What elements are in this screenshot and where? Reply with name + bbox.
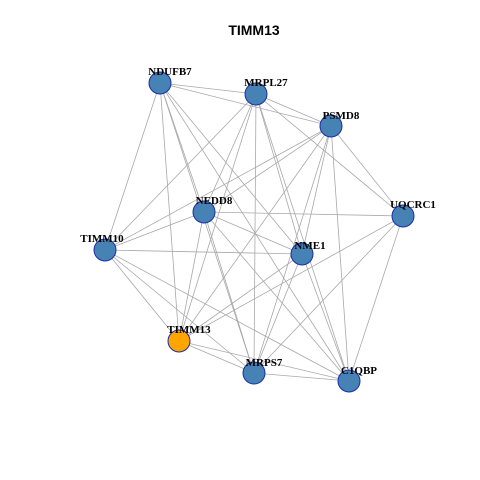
edge-psmd8-nedd8 [203,125,332,213]
edge-psmd8-uqcrc1 [330,125,404,217]
edge-nme1-timm13 [178,253,303,342]
edge-uqcrc1-timm13 [178,215,404,342]
edge-ndufb7-mrpl27 [159,82,257,95]
edge-timm13-c1qbp [178,340,350,382]
node-label-psmd8: PSMD8 [323,110,360,122]
edge-psmd8-nme1 [301,125,332,255]
edge-nedd8-nme1 [203,211,303,255]
node-label-nedd8: NEDD8 [196,195,233,207]
edge-layer [104,82,404,382]
node-ndufb7[interactable] [148,71,172,95]
edge-mrpl27-psmd8 [255,93,332,127]
edge-ndufb7-mrps7 [159,82,255,374]
edge-mrpl27-uqcrc1 [255,93,404,217]
edge-uqcrc1-mrps7 [253,215,404,374]
node-nme1[interactable] [290,242,314,266]
node-label-nme1: NME1 [294,240,325,252]
edge-timm10-c1qbp [104,249,350,382]
graph-title: TIMM13 [228,22,280,38]
edge-ndufb7-timm10 [104,82,161,251]
edge-nme1-c1qbp [301,253,350,382]
node-label-ndufb7: NDUFB7 [148,66,192,78]
node-layer [93,71,415,393]
edge-ndufb7-nme1 [159,82,303,255]
edge-mrpl27-c1qbp [255,93,350,382]
edge-psmd8-timm10 [104,125,332,251]
edge-nme1-mrps7 [253,253,303,374]
edge-nme1-timm10 [104,249,303,255]
node-label-mrps7: MRPS7 [246,357,283,369]
node-label-timm10: TIMM10 [80,233,124,245]
edge-timm13-mrps7 [178,340,255,374]
node-label-uqcrc1: UQCRC1 [390,199,436,211]
edge-uqcrc1-c1qbp [348,215,404,382]
edge-timm10-timm13 [104,249,180,342]
node-c1qbp[interactable] [337,369,361,393]
edge-nedd8-c1qbp [203,211,350,382]
node-psmd8[interactable] [319,114,343,138]
edge-nedd8-timm10 [104,211,205,251]
edge-mrpl27-nme1 [255,93,303,255]
edge-psmd8-c1qbp [330,125,350,382]
edge-uqcrc1-nedd8 [203,211,404,217]
node-timm10[interactable] [93,238,117,262]
node-nedd8[interactable] [192,200,216,224]
node-label-mrpl27: MRPL27 [244,77,288,89]
node-uqcrc1[interactable] [391,204,415,228]
edge-nedd8-mrps7 [203,211,255,374]
edge-mrpl27-timm10 [104,93,257,251]
node-mrps7[interactable] [242,361,266,385]
node-mrpl27[interactable] [244,82,268,106]
edge-mrpl27-nedd8 [203,93,257,213]
node-label-c1qbp: C1QBP [341,365,377,377]
edge-nedd8-timm13 [178,211,205,342]
edge-ndufb7-c1qbp [159,82,350,382]
edge-ndufb7-nedd8 [159,82,205,213]
node-timm13[interactable] [167,329,191,353]
node-label-timm13: TIMM13 [167,324,211,336]
edge-ndufb7-timm13 [159,82,180,342]
edge-mrps7-c1qbp [253,372,350,382]
